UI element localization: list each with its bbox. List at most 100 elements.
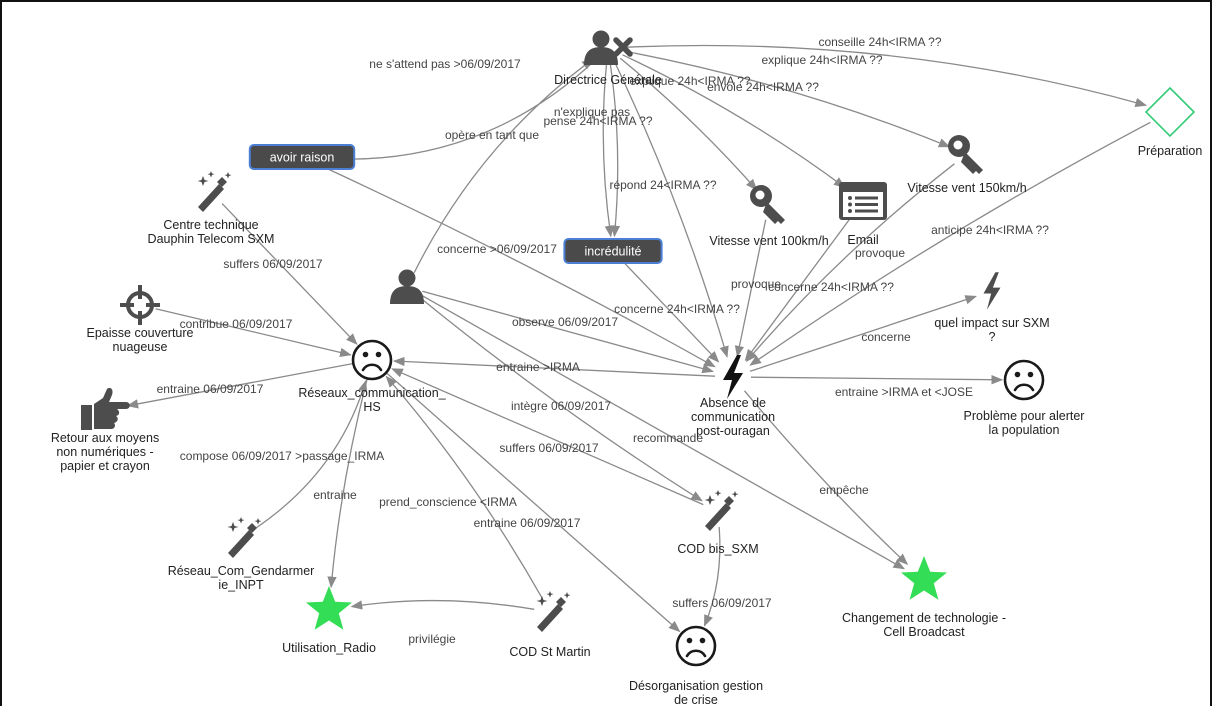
node-label: quel impact sur SXM xyxy=(934,316,1049,330)
edge-label: explique 24h<IRMA ?? xyxy=(761,53,882,67)
node-avoir_raison[interactable]: avoir raison xyxy=(248,144,356,170)
edge-label: prend_conscience <IRMA xyxy=(379,495,517,509)
node-label: de crise xyxy=(674,693,718,706)
node-label: Retour aux moyens xyxy=(51,431,159,445)
edge-cod_bis-to-reseaux[interactable] xyxy=(391,368,704,506)
edge-directrice-to-vitesse150[interactable] xyxy=(623,50,951,148)
edge-reseaux-to-desorganisation[interactable] xyxy=(385,372,681,633)
sad-face-icon xyxy=(351,339,393,381)
edge-label: contribue 06/09/2017 xyxy=(180,317,293,331)
node-label: Absence de xyxy=(700,396,766,410)
node-cod_st[interactable]: COD St Martin xyxy=(509,591,591,659)
edge-reseau_com-to-reseaux[interactable] xyxy=(253,379,368,530)
edge-label: empêche xyxy=(819,483,869,497)
node-incredulite[interactable]: incrédulité xyxy=(563,238,663,264)
node-label: Vitesse vent 150km/h xyxy=(907,181,1026,195)
edge-label: entraine >IRMA xyxy=(496,360,580,374)
edge-cod_st-to-reseaux[interactable] xyxy=(385,375,543,599)
edge-centre_technique-to-reseaux[interactable] xyxy=(221,203,358,345)
edge-reseaux-to-retour[interactable] xyxy=(126,362,354,409)
edge-label: privilégie xyxy=(408,632,456,646)
edge-label: suffers 06/09/2017 xyxy=(223,257,323,271)
edge-label: provoque xyxy=(855,246,905,260)
node-label: communication xyxy=(691,410,775,424)
node-person[interactable] xyxy=(390,269,424,305)
node-vitesse150[interactable]: Vitesse vent 150km/h xyxy=(907,135,1027,195)
edge-avoir_raison-to-absence[interactable] xyxy=(312,161,716,368)
edge-directrice-to-avoir_raison[interactable] xyxy=(315,58,597,164)
node-preparation[interactable]: Préparation xyxy=(1138,86,1203,158)
edge-directrice-to-absence[interactable] xyxy=(614,62,729,358)
node-label: COD bis_SXM xyxy=(677,542,758,556)
edge-cod_st-to-utilisation[interactable] xyxy=(350,599,535,610)
edge-label: provoque xyxy=(731,277,781,291)
node-reseaux[interactable]: Réseaux_communication_HS xyxy=(298,339,447,414)
edge-label: entraine >IRMA et <JOSE xyxy=(835,385,973,399)
magic-wand-icon xyxy=(536,591,571,632)
node-label: Centre technique xyxy=(163,218,258,232)
node-vitesse100[interactable]: Vitesse vent 100km/h xyxy=(709,185,829,248)
edge-absence-to-reseaux[interactable] xyxy=(392,356,716,377)
sad-face-icon xyxy=(1003,359,1045,401)
edge-preparation-to-absence[interactable] xyxy=(749,121,1151,366)
edge-person-to-absence[interactable] xyxy=(422,290,714,374)
pointing-hand-icon xyxy=(81,387,130,430)
edge-label: entraine 06/09/2017 xyxy=(474,516,581,530)
edge-label: anticipe 24h<IRMA ?? xyxy=(931,223,1049,237)
node-cod_bis[interactable]: COD bis_SXM xyxy=(677,490,759,556)
edge-label: suffers 06/09/2017 xyxy=(672,596,772,610)
node-changement[interactable]: Changement de technologie -Cell Broadcas… xyxy=(842,556,1006,639)
key-icon xyxy=(948,135,983,174)
lightning-icon xyxy=(983,272,1001,310)
sad-face-icon xyxy=(675,625,717,667)
edge-person-to-cod_bis[interactable] xyxy=(418,296,703,502)
edge-vitesse150-to-absence[interactable] xyxy=(745,163,955,362)
edge-absence-to-impact[interactable] xyxy=(749,295,978,372)
edge-incredulite-to-absence[interactable] xyxy=(620,259,720,363)
edge-person-to-directrice[interactable] xyxy=(413,58,594,273)
edge-label: observe 06/09/2017 xyxy=(512,315,618,329)
node-label: COD St Martin xyxy=(509,645,590,659)
edge-directrice-to-email[interactable] xyxy=(622,54,846,188)
edge-reseaux-to-utilisation[interactable] xyxy=(327,378,368,589)
edge-email-to-absence[interactable] xyxy=(744,216,852,362)
edge-directrice-to-vitesse100[interactable] xyxy=(619,57,758,191)
edge-directrice-to-incredulite[interactable] xyxy=(609,63,621,238)
edge-label: concerne >06/09/2017 xyxy=(437,242,557,256)
edge-label: entraine 06/09/2017 xyxy=(157,382,264,396)
edge-vitesse100-to-absence[interactable] xyxy=(734,219,767,358)
edge-cod_bis-to-desorganisation[interactable] xyxy=(703,526,721,627)
edge-directrice-to-preparation[interactable] xyxy=(623,44,1148,107)
node-label: Réseau_Com_Gendarmer xyxy=(168,564,315,578)
edge-directrice-to-incredulite[interactable] xyxy=(602,63,614,238)
tag-box xyxy=(248,144,356,170)
node-label: non numériques - xyxy=(56,445,153,459)
node-utilisation[interactable]: Utilisation_Radio xyxy=(282,586,376,655)
edge-absence-to-changement[interactable] xyxy=(744,390,909,566)
edge-label: explique 24h<IRMA ?? xyxy=(629,74,750,88)
edge-epaisse-to-reseaux[interactable] xyxy=(155,308,352,358)
edge-label: entraine xyxy=(313,488,357,502)
edge-person-to-changement[interactable] xyxy=(420,294,906,570)
node-label: Vitesse vent 100km/h xyxy=(709,234,828,248)
node-directrice[interactable]: Directrice Générale xyxy=(554,30,662,88)
node-label: Problème pour alerter xyxy=(964,409,1085,423)
edge-label: n'explique pas xyxy=(554,105,630,119)
node-impact[interactable]: quel impact sur SXM? xyxy=(934,272,1050,344)
node-label: Réseaux_communication_ xyxy=(298,386,446,400)
edge-absence-to-probleme[interactable] xyxy=(750,375,1004,385)
key-icon xyxy=(750,185,785,224)
edge-label: répond 24<IRMA ?? xyxy=(609,178,716,192)
node-email[interactable]: Email xyxy=(839,182,887,247)
edge-label: intègre 06/09/2017 xyxy=(511,399,611,413)
edge-label: compose 06/09/2017 >passage_IRMA xyxy=(180,449,384,463)
